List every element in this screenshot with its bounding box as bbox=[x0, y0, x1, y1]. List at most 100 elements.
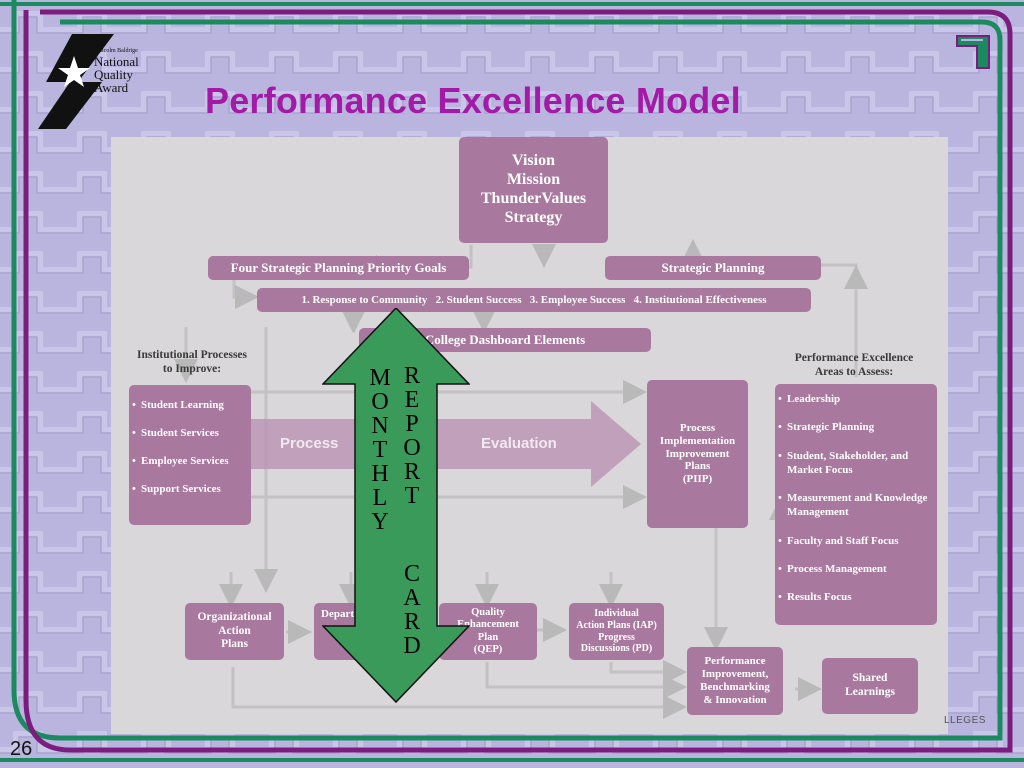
dashboard-label: College Dashboard Elements bbox=[424, 332, 586, 347]
performance-improvement-box: Performance Improvement, Benchmarking & … bbox=[687, 647, 783, 715]
report-letter: P bbox=[405, 411, 419, 437]
baldrige-logo-text: Malcolm Baldrige National Quality Award bbox=[94, 48, 139, 94]
qep-line-2: Enhancement bbox=[457, 619, 519, 631]
piip-line-1: Process bbox=[679, 421, 716, 434]
report-letter: T bbox=[404, 483, 420, 509]
report-vertical-text: R E P O R T bbox=[399, 364, 425, 508]
piip-line-4: Plans bbox=[684, 460, 711, 473]
list-item: Employee Services bbox=[129, 455, 247, 467]
perf-line-2: Improvement, bbox=[701, 668, 769, 681]
vision-line: Vision bbox=[512, 152, 555, 170]
strategic-planning-label: Strategic Planning bbox=[661, 260, 765, 275]
thundervalues-line: ThunderValues bbox=[480, 190, 587, 207]
list-item: Results Focus bbox=[775, 590, 933, 605]
process-evaluation-arrow bbox=[251, 401, 641, 487]
org-action-text: Organizational Action Plans bbox=[197, 611, 271, 652]
piip-line-2: Implementation bbox=[659, 434, 736, 447]
performance-model-diagram: Vision Mission ThunderValues Strategy Fo… bbox=[111, 137, 948, 734]
monthly-letter: M bbox=[369, 365, 391, 391]
org-action-line-2: Action bbox=[218, 624, 251, 637]
qep-line-4: (QEP) bbox=[473, 643, 503, 655]
areas-list: Leadership Strategic Planning Student, S… bbox=[775, 384, 937, 625]
baldrige-star-icon bbox=[38, 34, 114, 129]
list-item: Leadership bbox=[775, 392, 933, 407]
iap-box: Individual Action Plans (IAP) Progress D… bbox=[569, 603, 664, 660]
areas-label-2: Areas to Assess: bbox=[814, 365, 894, 378]
page-number: 26 bbox=[10, 738, 33, 760]
areas-label-1: Performance Excellence bbox=[794, 352, 914, 364]
piip-line-5: (PIIP) bbox=[682, 473, 713, 486]
monthly-letter: L bbox=[372, 485, 388, 511]
logo-line-3: Award bbox=[94, 80, 129, 95]
shared-learnings-box: Shared Learnings bbox=[822, 658, 918, 714]
iap-line-3: Progress bbox=[598, 631, 635, 643]
list-item: Measurement and Knowledge Management bbox=[775, 491, 933, 520]
list-item: Student Services bbox=[129, 427, 247, 439]
report-letter: O bbox=[403, 435, 421, 461]
colleges-footer-text: LLEGES bbox=[944, 715, 986, 726]
card-letter: R bbox=[403, 609, 420, 635]
report-letter: E bbox=[404, 387, 420, 413]
monthly-letter: O bbox=[371, 389, 389, 415]
department-label: Depart bbox=[321, 608, 354, 620]
list-item: Process Management bbox=[775, 562, 933, 577]
perf-improvement-text: Performance Improvement, Benchmarking & … bbox=[700, 655, 770, 707]
qep-text: Quality Enhancement Plan (QEP) bbox=[457, 607, 519, 657]
process-label: Process bbox=[280, 435, 339, 452]
baldrige-logo: Malcolm Baldrige National Quality Award bbox=[36, 34, 161, 129]
perf-line-4: & Innovation bbox=[703, 693, 767, 706]
college-corner-icon bbox=[956, 35, 990, 69]
evaluation-label: Evaluation bbox=[481, 435, 557, 452]
monthly-vertical-text: M O N T H L Y bbox=[367, 366, 393, 534]
vision-mission-box: Vision Mission ThunderValues Strategy bbox=[459, 137, 608, 243]
logo-small-text: Malcolm Baldrige bbox=[94, 48, 138, 54]
areas-label: Performance Excellence Areas to Assess: bbox=[779, 352, 929, 380]
inst-processes-list: Student Learning Student Services Employ… bbox=[129, 385, 251, 525]
list-item: Student, Stakeholder, and Market Focus bbox=[775, 449, 933, 478]
org-action-line-3: Plans bbox=[221, 638, 248, 651]
logo-line-1: National bbox=[94, 54, 139, 69]
monthly-letter: H bbox=[371, 461, 389, 487]
perf-line-3: Benchmarking bbox=[700, 681, 770, 693]
inst-processes-label-1: Institutional Processes bbox=[137, 349, 247, 361]
iap-line-1: Individual bbox=[594, 607, 639, 619]
card-letter: D bbox=[403, 633, 421, 659]
inst-processes-label: Institutional Processes to Improve: bbox=[117, 349, 267, 377]
slide-title: Performance Excellence Model bbox=[205, 80, 741, 121]
monthly-report-card-arrow bbox=[322, 308, 470, 704]
monthly-letter: N bbox=[371, 413, 389, 439]
shared-line-1: Shared bbox=[852, 672, 888, 685]
shared-learnings-text: Shared Learnings bbox=[845, 672, 895, 699]
piip-line-3: Improvement bbox=[665, 447, 730, 460]
monthly-letter: Y bbox=[371, 509, 389, 535]
goals-row-label: 1. Response to Community 2. Student Succ… bbox=[301, 294, 767, 306]
qep-line-1: Quality bbox=[471, 606, 505, 618]
card-vertical-text: C A R D bbox=[399, 562, 425, 658]
list-item: Faculty and Staff Focus bbox=[775, 534, 933, 549]
piip-text: Process Implementation Improvement Plans… bbox=[660, 422, 735, 487]
four-goals-box: Four Strategic Planning Priority Goals bbox=[208, 256, 469, 280]
logo-line-2: Quality bbox=[94, 67, 133, 82]
piip-box: Process Implementation Improvement Plans… bbox=[647, 380, 748, 528]
perf-line-1: Performance bbox=[704, 655, 766, 668]
card-letter: A bbox=[403, 585, 421, 611]
list-item: Student Learning bbox=[129, 399, 247, 411]
shared-line-2: Learnings bbox=[845, 686, 895, 698]
monthly-letter: T bbox=[372, 437, 388, 463]
qep-line-3: Plan bbox=[477, 631, 499, 643]
card-letter: C bbox=[403, 561, 420, 587]
strategic-planning-box: Strategic Planning bbox=[605, 256, 821, 280]
iap-line-4: Discussions (PD) bbox=[580, 643, 653, 655]
list-item: Strategic Planning bbox=[775, 420, 933, 435]
vision-mission-text: Vision Mission ThunderValues Strategy bbox=[481, 152, 586, 228]
goals-row-box: 1. Response to Community 2. Student Succ… bbox=[257, 288, 811, 312]
iap-line-2: Action Plans (IAP) bbox=[576, 619, 657, 631]
inst-processes-label-2: to Improve: bbox=[162, 362, 222, 375]
list-item: Support Services bbox=[129, 483, 247, 495]
report-letter: R bbox=[403, 459, 420, 485]
diagram-connectors bbox=[174, 239, 868, 719]
report-letter: R bbox=[403, 363, 420, 389]
org-action-plans-box: Organizational Action Plans bbox=[185, 603, 284, 660]
